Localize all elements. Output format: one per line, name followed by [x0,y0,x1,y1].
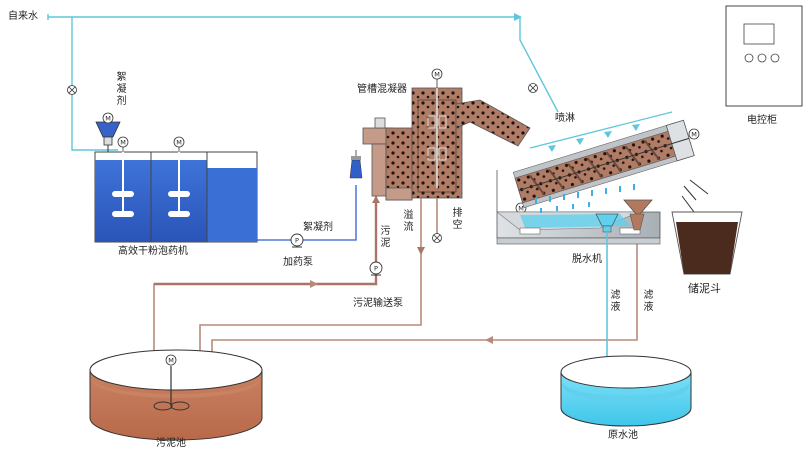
sludge-arrow-up [372,196,380,203]
filtrate-funnels [595,199,653,233]
drain-valve [432,233,442,243]
filtrate-arrow-left [485,336,493,344]
svg-text:M: M [434,71,440,79]
motor-labels: M M M M M M M [105,71,697,365]
tap-water-line [47,14,559,151]
label-sludge-pump: 污泥输送泵 [353,298,403,309]
raw-water-tank [560,355,692,427]
water-flow-arrow [514,13,522,21]
sludge-discharge [681,179,709,213]
svg-text:M: M [176,139,182,147]
label-filtrate-1: 滤液 [610,290,621,313]
label-dewatering-machine: 脱水机 [572,254,602,265]
svg-text:M: M [518,205,524,213]
sludge-hopper [671,211,743,275]
water-valve-2 [528,83,538,93]
svg-text:M: M [691,131,697,139]
sludge-arrow-right [310,280,318,288]
label-raw-water-tank: 原水池 [608,430,638,441]
pipe-mixer [362,87,531,201]
motor-icon [102,68,700,214]
label-flocculant-line: 絮凝剂 [303,222,333,233]
dosing-pump [290,233,304,248]
flocculant-hopper [95,121,121,152]
control-cabinet [725,5,803,107]
label-filtrate-2: 滤液 [643,290,654,313]
label-sludge-tank: 污泥池 [156,438,186,449]
label-sludge-hopper: 储泥斗 [688,282,721,295]
svg-text:P: P [374,265,378,273]
svg-text:M: M [120,139,126,147]
dosing-machine [94,150,258,243]
pump-labels: P P [295,237,378,273]
label-control-cabinet: 电控柜 [747,115,777,126]
dewatering-machine [496,111,695,245]
flocculant-line [257,185,357,241]
label-tap-water: 自来水 [8,11,38,22]
label-dosing-pump: 加药泵 [283,257,313,268]
label-spray: 喷淋 [555,113,575,124]
label-dosing-machine: 高效干粉泡药机 [118,246,188,257]
sludge-pump [369,261,383,276]
sludge-main-pipe [154,196,378,286]
label-drain: 排空 [452,208,463,231]
water-valve-1 [67,85,77,95]
svg-text:M: M [168,357,174,365]
label-sludge-pipe: 污泥 [380,226,391,249]
inline-filter [349,156,363,179]
label-pipe-mixer: 管槽混凝器 [357,84,407,95]
label-flocculant-top: 絮凝剂 [116,72,127,107]
motor-shaft-lines [122,79,438,152]
label-overflow: 溢流 [403,210,414,233]
sludge-tank [89,349,263,441]
svg-text:M: M [105,115,111,123]
sludge-arrow-down [417,247,425,255]
svg-text:P: P [295,237,299,245]
